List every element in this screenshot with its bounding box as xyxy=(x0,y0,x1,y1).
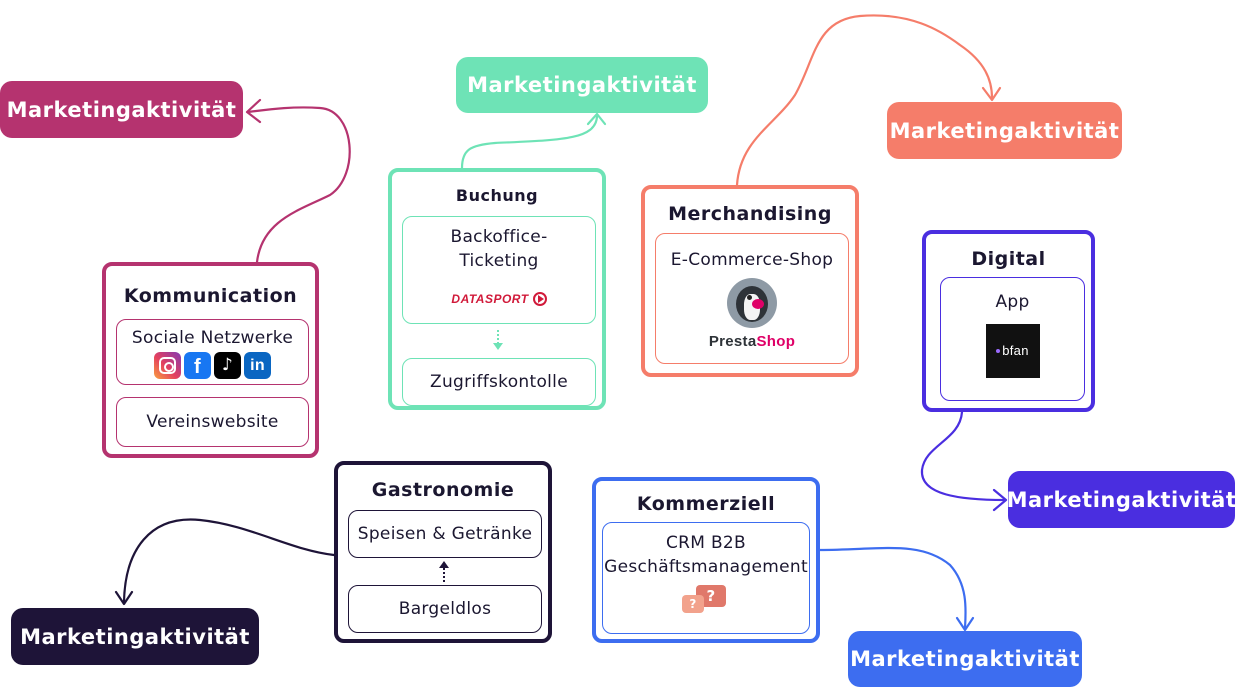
card-buchung: Buchung Backoffice-Ticketing DATASPORT Z… xyxy=(388,168,606,410)
card-title: Digital xyxy=(971,248,1046,270)
marketing-box-buchung: Marketingaktivität xyxy=(456,57,708,113)
dotted-arrow-icon xyxy=(439,561,449,583)
social-icons: f ♪ in xyxy=(154,352,271,379)
instagram-icon xyxy=(154,352,181,379)
arrow-gastro xyxy=(122,518,336,604)
item-zugriffskontolle: Zugriffskontolle xyxy=(402,358,596,406)
card-title: Gastronomie xyxy=(371,479,515,501)
card-digital: Digital App bfan xyxy=(922,230,1095,412)
card-kommerziell: Kommerziell CRM B2B Geschäftsmanagement … xyxy=(592,477,820,643)
card-kommunication: Kommunication Sociale Netzwerke f ♪ in V… xyxy=(102,262,319,458)
bfan-logo-text: bfan xyxy=(1002,343,1029,358)
item-crm-b2b: CRM B2B Geschäftsmanagement ? ? xyxy=(602,522,810,634)
prestashop-text-2: Shop xyxy=(756,333,796,350)
item-label: Backoffice-Ticketing xyxy=(450,227,548,271)
item-label: E-Commerce-Shop xyxy=(670,250,834,270)
item-speisen-getraenke: Speisen & Getränke xyxy=(348,510,542,558)
linkedin-icon: in xyxy=(244,352,271,379)
arrow-head-kommunication xyxy=(245,98,262,124)
marketing-box-merchandising: Marketingaktivität xyxy=(887,102,1122,159)
arrow-kommunication xyxy=(246,106,351,264)
datasport-logo: DATASPORT xyxy=(409,287,589,311)
arrow-buchung xyxy=(460,115,599,170)
item-label: Bargeldlos xyxy=(398,599,492,619)
item-label: App xyxy=(995,292,1030,312)
card-title: Merchandising xyxy=(668,203,832,225)
marketing-box-digital: Marketingaktivität xyxy=(1007,471,1235,528)
item-label: CRM B2B Geschäftsmanagement xyxy=(604,533,808,577)
prestashop-text-1: Presta xyxy=(708,333,757,350)
datasport-logo-text: DATASPORT xyxy=(451,292,529,306)
card-gastronomie: Gastronomie Speisen & Getränke Bargeldlo… xyxy=(334,461,552,643)
item-backoffice-ticketing: Backoffice-Ticketing DATASPORT xyxy=(402,216,596,324)
arrow-head-digital xyxy=(992,488,1008,512)
marketing-box-kommunication: Marketingaktivität xyxy=(0,81,243,138)
card-title: Kommerziell xyxy=(636,493,776,515)
item-label: Zugriffskontolle xyxy=(430,372,568,392)
arrow-head-merch xyxy=(981,86,1002,102)
card-title: Kommunication xyxy=(123,285,298,307)
puffin-icon xyxy=(727,278,777,328)
facebook-icon: f xyxy=(184,352,211,379)
bfan-logo: bfan xyxy=(985,324,1040,378)
card-merchandising: Merchandising E-Commerce-Shop PrestaShop xyxy=(641,185,859,377)
marketing-box-gastronomie: Marketingaktivität xyxy=(11,608,259,665)
arrow-head-gastro xyxy=(114,590,134,606)
play-icon xyxy=(532,292,547,306)
dotted-arrow-icon xyxy=(493,330,503,354)
item-label: Sociale Netzwerke xyxy=(131,328,294,348)
tiktok-icon: ♪ xyxy=(214,352,241,379)
item-e-commerce-shop: E-Commerce-Shop PrestaShop xyxy=(655,233,849,364)
item-vereinswebsite: Vereinswebsite xyxy=(116,397,309,447)
prestashop-logo: PrestaShop xyxy=(709,278,795,354)
arrow-head-kommerz xyxy=(955,616,975,632)
arrow-kommerz xyxy=(818,546,967,630)
card-title: Buchung xyxy=(455,186,539,205)
item-sociale-netzwerke: Sociale Netzwerke f ♪ in xyxy=(116,319,309,385)
question-bubbles-icon: ? ? xyxy=(680,585,732,619)
item-bargeldlos: Bargeldlos xyxy=(348,585,542,633)
item-label: Vereinswebsite xyxy=(146,412,279,432)
arrow-head-buchung xyxy=(586,112,607,126)
item-label: Speisen & Getränke xyxy=(357,524,533,544)
item-app: App bfan xyxy=(940,277,1085,401)
arrow-digital xyxy=(920,410,1007,502)
arrow-merch xyxy=(735,14,994,187)
marketing-box-kommerziell: Marketingaktivität xyxy=(848,631,1082,687)
